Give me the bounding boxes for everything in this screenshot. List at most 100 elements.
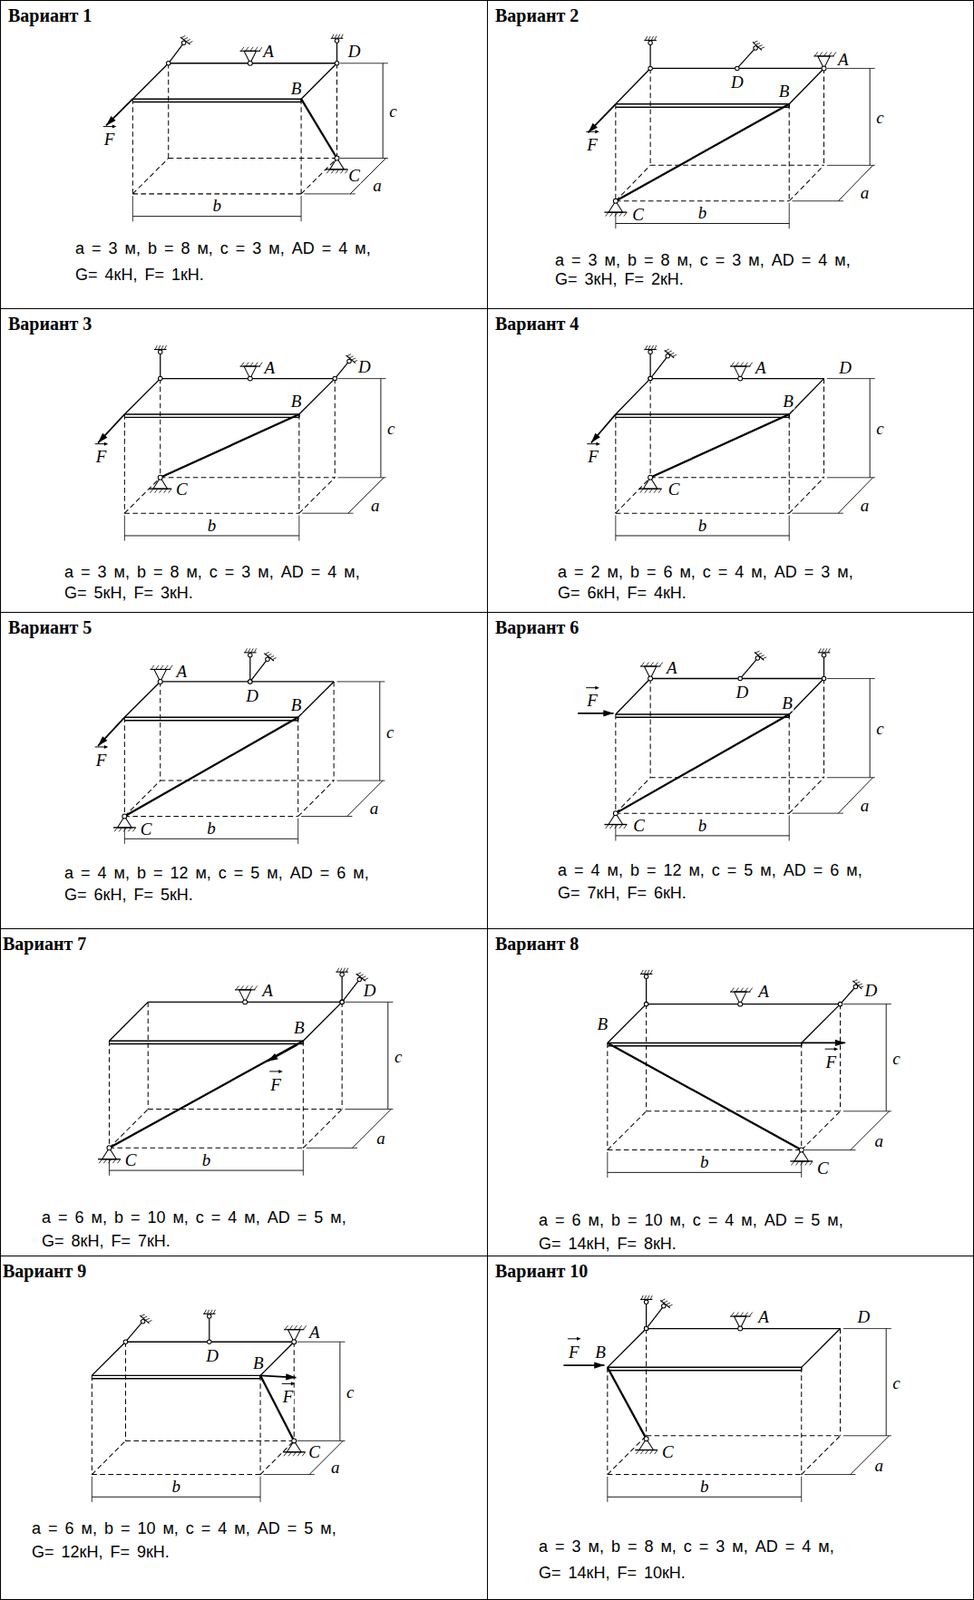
hidden-edge: [788, 414, 790, 514]
dimension-extension: [301, 513, 353, 515]
dimension-extension: [297, 1342, 346, 1344]
vector-overarrow-head: [594, 129, 600, 134]
dimension-label: a: [371, 176, 383, 195]
support-hatch: [672, 354, 678, 357]
dimension-extension: [843, 1110, 892, 1112]
point-label: A: [175, 662, 189, 680]
support-hatch: [210, 1310, 213, 1315]
support-hatch: [833, 51, 837, 57]
support-hatch: [744, 362, 748, 368]
support-hatch: [828, 51, 832, 57]
hidden-edge: [159, 681, 161, 781]
support-hatch: [809, 1161, 813, 1167]
dimension-label: c: [891, 1049, 901, 1067]
plate-edge: [646, 1328, 841, 1330]
hidden-edge: [839, 1004, 841, 1112]
support-hatch: [207, 1310, 210, 1315]
support-hatch: [298, 1325, 302, 1331]
point-label: C: [124, 1150, 138, 1169]
support-hatch: [235, 985, 239, 991]
vector-overarrow-head: [595, 442, 601, 447]
support-rod: [341, 974, 343, 1003]
support-hatch: [758, 45, 763, 48]
dimension-line: [615, 535, 789, 536]
support-hatch: [650, 970, 653, 975]
dimension-line: [850, 1436, 890, 1476]
hidden-edge: [645, 1004, 647, 1112]
support-hatch: [346, 354, 351, 357]
given-values: a = 6 м, b = 10 м, c = 4 м, AD = 5 м,: [41, 1208, 347, 1228]
support-hatch: [143, 1316, 148, 1319]
hidden-edge: [125, 1441, 294, 1442]
support-rod: [645, 1302, 647, 1329]
plate-edge: [160, 681, 334, 682]
support-hatch: [259, 362, 263, 368]
rod-pin: [648, 376, 653, 381]
dimension-extension: [788, 515, 790, 541]
plate-edge: [108, 1040, 303, 1042]
rod-pin: [347, 359, 352, 364]
rod-pin: [648, 376, 653, 381]
variant-heading: Вариант 5: [8, 617, 92, 639]
point-label: D: [730, 73, 745, 91]
support-rod: [341, 980, 360, 1004]
support-hatch: [107, 1159, 111, 1165]
hidden-edge: [801, 1436, 841, 1476]
rod-pin: [735, 66, 741, 71]
dimension-label: c: [386, 419, 396, 438]
hinge-pin: [107, 1146, 112, 1151]
plate-edge: [788, 68, 824, 104]
rod-pin: [340, 973, 345, 978]
hidden-edge: [159, 379, 161, 478]
support-hatch: [800, 1161, 804, 1167]
plate-edge: [124, 379, 160, 415]
point-label: D: [204, 1347, 220, 1365]
support-hatch: [116, 1159, 120, 1165]
support-hatch: [270, 655, 275, 658]
dimension-extension: [132, 195, 134, 222]
support-hatch: [825, 648, 828, 653]
hidden-edge: [299, 477, 335, 514]
given-values: a = 4 м, b = 12 м, c = 5 м, AD = 6 м,: [557, 861, 863, 880]
dimension-extension: [800, 1477, 802, 1503]
dimension-label: a: [859, 184, 871, 202]
dimension-line: [382, 63, 384, 159]
point-label: D: [863, 982, 878, 1000]
support-hatch: [151, 665, 155, 671]
support-hatch: [264, 652, 270, 654]
force-label: F: [825, 1052, 838, 1071]
hinge-pin: [247, 376, 253, 381]
rod-pin: [837, 1002, 843, 1007]
plate-edge: [615, 413, 789, 415]
support-hatch: [818, 51, 822, 57]
dimension-extension: [340, 62, 389, 64]
point-label: D: [735, 683, 750, 702]
hidden-edge: [108, 1148, 303, 1150]
plate-edge: [91, 1342, 126, 1376]
support-hatch: [184, 37, 189, 39]
hidden-edge: [800, 1042, 802, 1150]
support-hatch: [805, 1161, 809, 1167]
support-hatch: [155, 488, 158, 494]
plate-edge: [615, 68, 651, 104]
variant-cell: Вариант 10a = 3 м, b = 8 м, c = 3 м, AD …: [487, 1256, 974, 1600]
support-rod: [740, 658, 758, 680]
hidden-edge: [823, 379, 825, 478]
support-hatch: [759, 47, 765, 49]
plate-edge: [788, 679, 824, 715]
dimension-label: a: [874, 1456, 886, 1474]
given-values: a = 4 м, b = 12 м, c = 5 м, AD = 6 м,: [64, 864, 370, 883]
point-label: B: [290, 392, 303, 410]
support-hatch: [740, 1313, 743, 1318]
dimension-line: [379, 681, 380, 781]
hinge-pin: [243, 1000, 248, 1005]
support-hatch: [160, 665, 164, 671]
point-label: D: [357, 358, 372, 376]
dimension-line: [615, 223, 789, 225]
hidden-edge: [615, 477, 651, 514]
point-label: B: [290, 695, 303, 713]
support-hatch: [338, 34, 341, 39]
variant-cell: Вариант 1a = 3 м, b = 8 м, c = 3 м, AD =…: [0, 0, 488, 310]
support-hatch: [359, 974, 364, 977]
rod-bar: [607, 1367, 647, 1440]
